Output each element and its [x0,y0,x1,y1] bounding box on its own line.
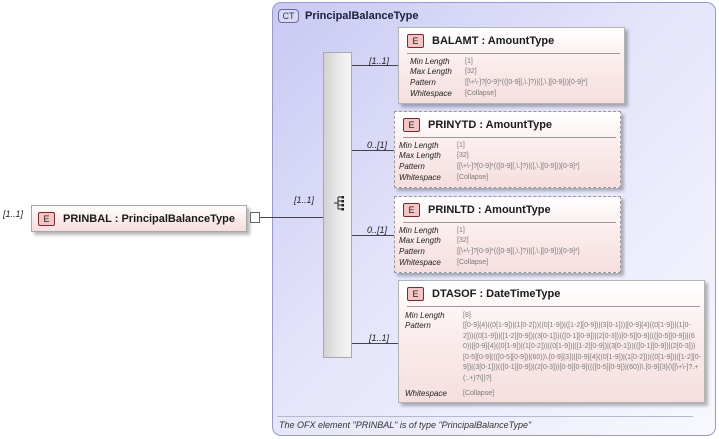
element-divider [407,53,620,54]
facet-value-max-length: [32] [465,68,477,75]
connector-prinytd [352,150,394,151]
complex-type-badge: CT [278,9,299,23]
facet-value-min-length: [1] [457,142,465,149]
root-cardinality: [1..1] [3,209,24,219]
element-divider [407,306,700,307]
element-badge: E [38,212,55,226]
facet-label-max-length: Max Length [410,67,452,76]
root-element-prinbal[interactable]: E PRINBAL : PrincipalBalanceType [31,205,247,232]
facet-value-pattern: [[\+\-]?[0-9]*(([0-9][,\.]?)|([,\.][0-9]… [465,79,588,86]
facet-value-whitespace: [Collapse] [457,259,489,266]
element-badge: E [403,118,420,132]
element-header: E BALAMT : AmountType [407,34,554,48]
facet-label-max-length: Max Length [399,236,441,245]
facet-value-whitespace: [Collapse] [463,390,495,397]
sequence-compositor[interactable] [323,52,352,358]
facet-label-min-length: Min Length [399,141,439,150]
element-dtasof[interactable]: E DTASOF : DateTimeType Min Length [8] P… [398,280,705,403]
element-label: BALAMT : AmountType [432,35,555,47]
connector-balamt [352,65,398,66]
complex-type-title: PrincipalBalanceType [305,10,419,22]
complex-type-header: CT PrincipalBalanceType [278,8,419,24]
facet-label-whitespace: Whitespace [410,89,452,98]
element-badge: E [403,203,420,217]
element-label: DTASOF : DateTimeType [432,288,561,300]
facet-value-min-length: [1] [457,227,465,234]
element-header: E PRINYTD : AmountType [403,118,552,132]
facet-label-min-length: Min Length [399,226,439,235]
element-badge: E [407,34,424,48]
element-prinytd[interactable]: E PRINYTD : AmountType Min Length [1] Ma… [394,111,621,188]
connector-prinltd [352,235,394,236]
facet-label-pattern: Pattern [399,162,425,171]
sequence-cardinality: [1..1] [294,195,315,205]
facet-value-max-length: [32] [457,152,469,159]
prinytd-cardinality: 0..[1] [367,140,388,150]
facet-value-pattern: [[\+\-]?[0-9]*(([0-9][,\.]?)|([,\.][0-9]… [457,163,580,170]
element-divider [403,222,616,223]
connector-dtasof [352,343,398,344]
facet-label-pattern: Pattern [405,321,431,330]
facet-label-whitespace: Whitespace [405,389,447,398]
facet-label-whitespace: Whitespace [399,258,441,267]
footer-divider [277,416,693,417]
facet-label-min-length: Min Length [405,311,445,320]
facet-label-min-length: Min Length [410,57,450,66]
facet-value-whitespace: [Collapse] [465,90,497,97]
dtasof-cardinality: [1..1] [369,333,390,343]
root-element-header: E PRINBAL : PrincipalBalanceType [38,212,235,226]
element-badge: E [407,287,424,301]
element-balamt[interactable]: E BALAMT : AmountType Min Length [1] Max… [398,27,625,104]
element-divider [403,137,616,138]
root-element-label: PRINBAL : PrincipalBalanceType [63,213,235,225]
balamt-cardinality: [1..1] [369,56,390,66]
facet-label-pattern: Pattern [410,78,436,87]
facet-value-min-length: [1] [465,58,473,65]
facet-label-pattern: Pattern [399,247,425,256]
facet-label-whitespace: Whitespace [399,173,441,182]
prinltd-cardinality: 0..[1] [367,225,388,235]
facet-value-min-length: [8] [463,312,471,319]
element-header: E DTASOF : DateTimeType [407,287,560,301]
element-label: PRINLTD : AmountType [428,204,551,216]
facet-value-max-length: [32] [457,237,469,244]
facet-value-whitespace: [Collapse] [457,174,489,181]
element-header: E PRINLTD : AmountType [403,203,551,217]
facet-value-pattern: [[\+\-]?[0-9]*(([0-9][,\.]?)|([,\.][0-9]… [457,248,580,255]
complex-type-footer: The OFX element "PRINBAL" is of type "Pr… [279,420,532,430]
element-label: PRINYTD : AmountType [428,119,553,131]
expand-toggle[interactable] [250,212,260,223]
element-prinltd[interactable]: E PRINLTD : AmountType Min Length [1] Ma… [394,196,621,273]
sequence-icon [334,196,344,211]
connector-root-to-sequence [260,217,323,218]
facet-label-max-length: Max Length [399,151,441,160]
facet-value-pattern: [[0-9]{4}((0[1-9])|(1[0-2]))((0[1-9])|([… [463,322,701,382]
